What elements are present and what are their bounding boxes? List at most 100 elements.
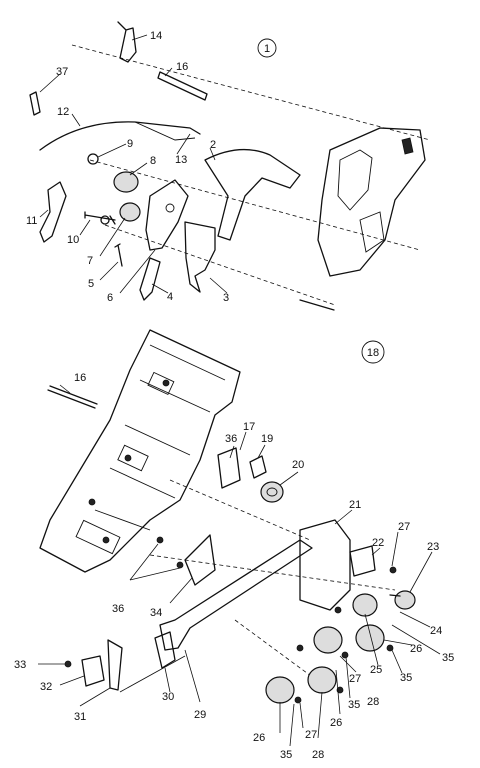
part-20-gear	[260, 481, 284, 503]
callout-4: 4	[167, 291, 173, 303]
part-19-cap	[249, 455, 267, 479]
shaft	[299, 299, 335, 311]
callout-23: 23	[427, 541, 439, 553]
callout-25: 25	[370, 664, 382, 676]
callout-27-a: 27	[349, 673, 361, 685]
callout-8: 8	[150, 155, 156, 167]
ref-line-top	[71, 44, 431, 141]
callout-36-lower: 36	[112, 603, 124, 615]
part-29-arm	[159, 539, 313, 651]
part-33-screw	[64, 660, 72, 668]
part-16-rod	[157, 71, 208, 101]
callout-16-top: 16	[176, 61, 188, 73]
callout-29: 29	[194, 709, 206, 721]
callout-24: 24	[430, 625, 442, 637]
callout-6: 6	[107, 292, 113, 304]
callout-10: 10	[67, 234, 79, 246]
part-37-pin	[29, 91, 41, 116]
callout-9: 9	[127, 138, 133, 150]
part-10-nut	[100, 215, 110, 225]
part-23-stem	[389, 594, 401, 597]
part-32-bracket	[81, 655, 105, 687]
part-4-hook	[139, 257, 161, 301]
part-7-disc	[119, 202, 141, 222]
part-3-bracket	[184, 221, 216, 293]
callout-12: 12	[57, 106, 69, 118]
callout-16-bottom: 16	[74, 372, 86, 384]
part-8-disc	[113, 171, 139, 193]
frame-window-c	[75, 519, 121, 555]
callout-26-mid: 26	[330, 717, 342, 729]
part-34-bracket	[184, 534, 216, 586]
frame-detail-b	[359, 211, 385, 253]
callout-11: 11	[26, 215, 37, 227]
callout-22: 22	[372, 537, 384, 549]
callout-26-left: 26	[253, 732, 265, 744]
callout-36-upper: 36	[225, 433, 237, 445]
callout-13: 13	[175, 154, 187, 166]
frame-ribs	[94, 344, 226, 531]
part-36-a	[156, 536, 164, 544]
part-22-plate	[349, 545, 376, 577]
callout-27-top: 27	[398, 521, 410, 533]
ref-line-mid	[89, 159, 421, 251]
frame-plate	[39, 329, 241, 573]
callout-35-mid: 35	[400, 672, 412, 684]
leader-31-link	[119, 655, 186, 693]
frame-detail-a	[337, 149, 373, 211]
frame-rivet-a	[162, 379, 170, 387]
view-badge-1	[257, 38, 277, 58]
callout-33: 33	[14, 659, 26, 671]
frame-mechanism	[317, 127, 426, 277]
axis-a	[169, 479, 311, 541]
view-18-assembly: 18	[14, 329, 454, 761]
part-31-lever	[107, 639, 123, 691]
frame-rivet-c	[88, 498, 96, 506]
part-28-gear-b	[307, 666, 337, 694]
part-30-link	[154, 631, 176, 669]
callout-2: 2	[210, 139, 216, 151]
part-20-hub	[266, 487, 278, 497]
frame-window-a	[147, 371, 175, 396]
callout-20: 20	[292, 459, 304, 471]
part-26-gear-b	[265, 676, 295, 704]
part-6-plate	[145, 179, 189, 251]
part-6-hole	[165, 203, 175, 213]
callout-31: 31	[74, 711, 86, 723]
frame-rivet-b	[124, 454, 132, 462]
part-36-b	[176, 561, 184, 569]
part-12-cable-end	[134, 121, 196, 141]
part-26-gear-a	[355, 624, 385, 652]
view-1-assembly: 1 14 37 16 12 9 13 2 8 11 10	[26, 21, 431, 311]
callout-35-low: 35	[348, 699, 360, 711]
part-16-rod-bottom	[47, 385, 98, 409]
callout-35-right: 35	[442, 652, 454, 664]
part-5-spring	[114, 243, 123, 267]
callout-14: 14	[150, 30, 162, 42]
small-nuts	[294, 566, 397, 704]
part-9-washer	[87, 153, 99, 165]
frame-rivet-d	[102, 536, 110, 544]
axis-b	[149, 554, 396, 591]
part-17-bracket	[217, 447, 241, 489]
callout-28-right: 28	[367, 696, 379, 708]
callout-26-right: 26	[410, 643, 422, 655]
callout-27-b: 27	[305, 729, 317, 741]
view-label-18: 18	[367, 347, 379, 359]
part-14-bracket	[117, 21, 137, 63]
part-2-main-arm	[204, 148, 301, 241]
frame-tab	[401, 137, 414, 155]
callout-35-left: 35	[280, 749, 292, 761]
callout-28-low: 28	[312, 749, 324, 761]
callout-19: 19	[261, 433, 273, 445]
callout-37: 37	[56, 66, 68, 78]
ref-line-low	[104, 224, 336, 306]
frame-window-b	[117, 444, 149, 472]
callout-7: 7	[87, 255, 93, 267]
callout-34: 34	[150, 607, 162, 619]
view-label-1: 1	[264, 43, 270, 55]
callout-30: 30	[162, 691, 174, 703]
callout-21: 21	[349, 499, 361, 511]
